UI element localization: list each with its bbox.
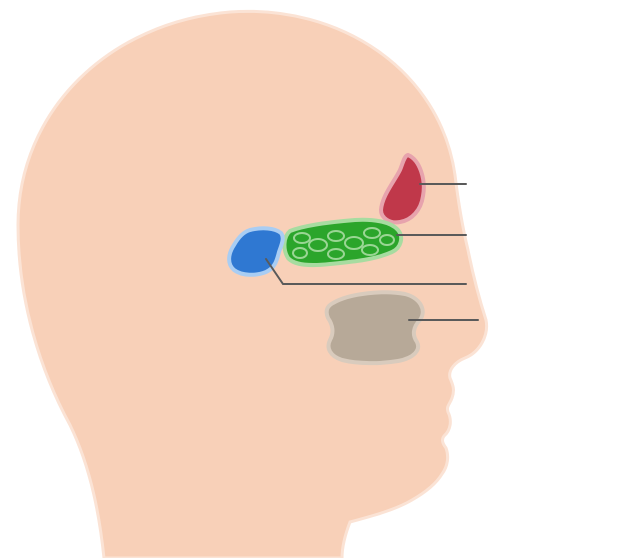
maxillary-sinus [327,292,423,363]
